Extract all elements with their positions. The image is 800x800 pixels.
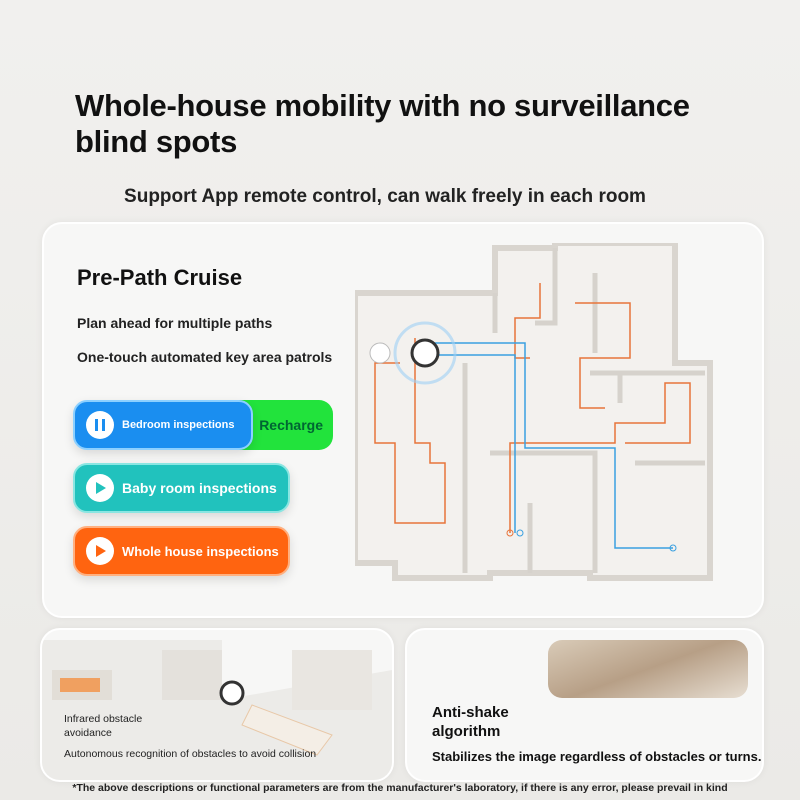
living-room-illustration [42,640,392,780]
recharge-label: Recharge [259,417,323,433]
bedroom-inspections-label: Bedroom inspections [122,419,235,431]
page-subtitle: Support App remote control, can walk fre… [124,186,646,207]
floor-plan-illustration [355,243,713,581]
bedroom-inspections-button[interactable]: Bedroom inspections [73,400,253,450]
cruise-title: Pre-Path Cruise [77,265,243,290]
charging-dock-icon [369,342,391,364]
page-title: Whole-house mobility with no surveillanc… [75,88,690,159]
anti-shake-title: Anti-shake algorithm [432,704,509,740]
baby-room-inspections-label: Baby room inspections [122,480,277,496]
feature-text: One-touch automated key area patrols [77,349,333,365]
anti-shake-description: Stabilizes the image regardless of obsta… [432,749,762,764]
camera-signal-icon [393,321,457,385]
play-icon [86,537,114,565]
whole-house-inspections-label: Whole house inspections [122,543,279,559]
obstacle-title: Infrared obstacle avoidance [64,713,143,739]
feature-text: Plan ahead for multiple paths [77,315,273,331]
robot-camera-icon [410,338,440,368]
obstacle-avoidance-card [40,628,394,782]
whole-house-inspections-button[interactable]: Whole house inspections [73,526,290,576]
play-icon [86,474,114,502]
baby-room-inspections-button[interactable]: Baby room inspections [73,463,290,513]
anti-shake-image [548,640,748,698]
pause-icon [86,411,114,439]
obstacle-description: Autonomous recognition of obstacles to a… [64,748,317,760]
disclaimer-footnote: *The above descriptions or functional pa… [72,782,728,794]
